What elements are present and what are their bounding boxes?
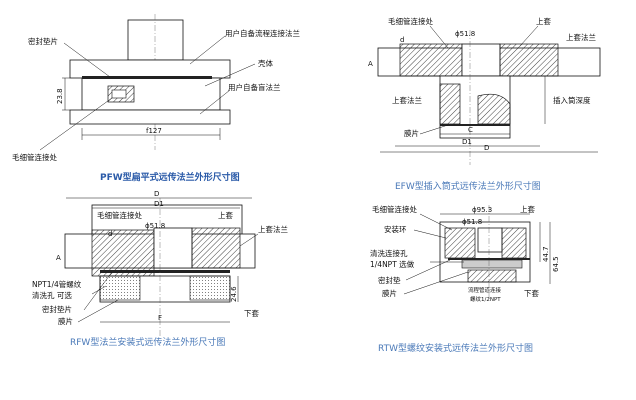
pfw-blind-flange xyxy=(69,109,231,125)
pfw-user-flange xyxy=(69,59,231,79)
pfw-housing-label: 壳体 xyxy=(258,58,273,68)
efw-top-sleeve-label: 上套 xyxy=(536,16,551,26)
rfw-gasket-label: 密封垫片 xyxy=(42,304,72,314)
rtw-caption: RTW型螺纹安装式远传法兰外形尺寸图 xyxy=(378,342,533,354)
rfw-small-d-dim: d xyxy=(108,230,112,238)
rfw-capillary-label: 毛细管连接处 xyxy=(97,210,142,220)
rtw-diaphragm-label: 膜片 xyxy=(382,288,397,298)
efw-a-dim: A xyxy=(368,60,373,68)
rtw-h2-dim: 64.5 xyxy=(552,256,560,272)
rtw-phi2-dim: ϕ51.8 xyxy=(462,218,482,226)
pfw-capillary-label: 毛细管连接处 xyxy=(12,152,57,162)
pfw-width-dim: f127 xyxy=(146,127,162,135)
rfw-diaphragm-label: 膜片 xyxy=(58,316,73,326)
rfw-h-dim: 24.6 xyxy=(230,286,238,302)
rfw-f-dim: F xyxy=(158,314,162,322)
rtw-phi1-dim: ϕ95.3 xyxy=(472,206,492,214)
rfw-wash-hole-label: 清洗孔 可选 xyxy=(32,290,72,300)
rtw-bottom-sleeve-label: 下套 xyxy=(524,288,539,298)
rtw-thread-label: 螺纹1/2NPT xyxy=(470,295,501,303)
rtw-drawing: ϕ95.3 ϕ51.8 44.7 64.5 毛细管连接处 上套 安装环 清洗连接… xyxy=(370,204,560,354)
rtw-process-thread-label: 流程管道连接 xyxy=(468,286,502,294)
efw-c-dim: C xyxy=(468,126,473,134)
efw-caption: EFW型插入筒式远传法兰外形尺寸图 xyxy=(395,180,541,192)
efw-top-flange-left-label: 上套法兰 xyxy=(392,95,422,105)
rtw-npt-opt-label: 1/4NPT 选做 xyxy=(370,259,415,269)
efw-top-flange-right-label: 上套法兰 xyxy=(566,32,596,42)
efw-d1-dim: D1 xyxy=(462,138,472,146)
rfw-phi-dim: ϕ51.8 xyxy=(145,222,165,230)
pfw-caption: PFW型扁平式远传法兰外形尺寸图 xyxy=(100,171,240,183)
rfw-d1-dim: D1 xyxy=(154,200,164,208)
efw-capillary-hatch xyxy=(399,43,463,77)
efw-d-dim: D xyxy=(484,144,489,152)
rfw-a-dim: A xyxy=(56,254,61,262)
pfw-blind-flange-label: 用户自备盲法兰 xyxy=(228,82,281,92)
rfw-d-dim: D xyxy=(154,190,159,198)
efw-insert-depth-label: 插入筒深度 xyxy=(553,95,591,105)
pfw-gasket-label: 密封垫片 xyxy=(28,36,58,46)
rfw-top-sleeve-label: 上套 xyxy=(218,210,233,220)
rtw-mount-ring-label: 安装环 xyxy=(384,224,407,234)
rfw-bottom-sleeve-label: 下套 xyxy=(244,308,259,318)
rfw-capillary-hatch xyxy=(91,229,155,277)
efw-capillary-label: 毛细管连接处 xyxy=(388,16,433,26)
efw-phi-dim: ϕ51.8 xyxy=(455,30,475,38)
rfw-top-flange-label: 上套法兰 xyxy=(258,224,288,234)
rfw-drawing: D D1 ϕ51.8 d A 24.6 F 毛细管连接处 上套 上套法兰 NPT… xyxy=(32,190,288,348)
pfw-drawing: 23.8 f127 密封垫片 用户自备流程连接法兰 壳体 用户自备盲法兰 毛细管… xyxy=(12,14,300,183)
efw-drawing: D D1 C A d ϕ51.8 毛细管连接处 上套 上套法兰 上套法兰 插入筒… xyxy=(368,16,601,192)
rtw-capillary-label: 毛细管连接处 xyxy=(372,204,417,214)
rtw-gasket-label: 密封垫 xyxy=(378,275,401,285)
rtw-capillary-hatch xyxy=(444,227,476,259)
rtw-wash-port-label: 清洗连接孔 xyxy=(370,248,408,258)
pfw-user-flange-label: 用户自备流程连接法兰 xyxy=(225,28,300,38)
efw-diaphragm-label: 膜片 xyxy=(404,128,419,138)
rtw-top-sleeve-label: 上套 xyxy=(520,204,535,214)
rfw-npt-label: NPT1/4管螺纹 xyxy=(32,279,82,289)
rtw-h1-dim: 44.7 xyxy=(542,246,550,262)
efw-small-d-dim: d xyxy=(400,36,404,44)
pfw-height-dim: 23.8 xyxy=(56,88,64,104)
pfw-process-pipe xyxy=(127,19,184,61)
pfw-gasket xyxy=(82,76,212,79)
rfw-caption: RFW型法兰安装式远传法兰外形尺寸图 xyxy=(70,336,225,348)
pfw-housing xyxy=(81,77,221,111)
